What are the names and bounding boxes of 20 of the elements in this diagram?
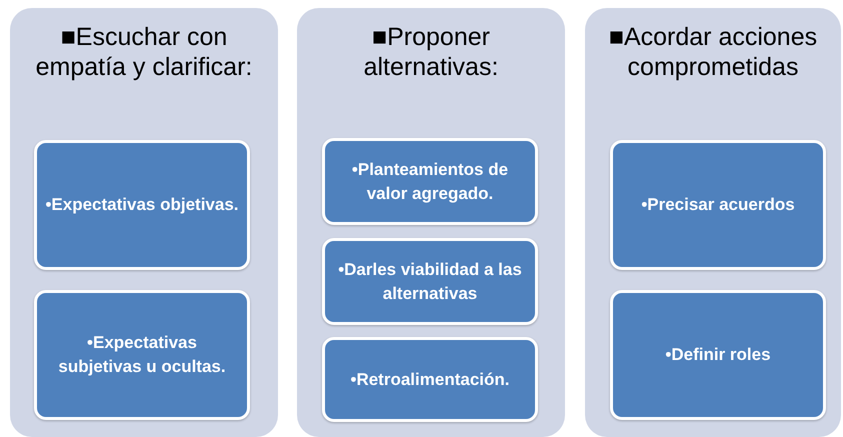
item-text: •Definir roles bbox=[664, 344, 772, 366]
item-box bbox=[322, 238, 538, 325]
item-text: •Precisar acuerdos bbox=[640, 194, 796, 216]
item-text: •Expectativas objetivas. bbox=[44, 194, 240, 216]
column-heading: ■Proponer alternativas: bbox=[362, 22, 500, 82]
item-text: •Planteamientos de valor agregado. bbox=[350, 158, 510, 205]
item-box bbox=[34, 290, 250, 420]
column-panel bbox=[10, 8, 278, 437]
item-text: •Retroalimentación. bbox=[350, 368, 510, 390]
column-heading: ■Escuchar con empatía y clarificar: bbox=[34, 22, 254, 82]
item-box bbox=[322, 337, 538, 422]
item-box bbox=[322, 138, 538, 225]
item-box bbox=[610, 290, 826, 420]
column-panel bbox=[585, 8, 841, 437]
column-panel bbox=[297, 8, 565, 437]
item-text: •Darles viabilidad a las alternativas bbox=[337, 258, 523, 304]
column-heading: ■Acordar acciones comprometidas bbox=[608, 22, 818, 82]
item-text: •Expectativas subjetivas u ocultas. bbox=[57, 332, 227, 378]
item-box bbox=[610, 140, 826, 270]
item-box bbox=[34, 140, 250, 270]
